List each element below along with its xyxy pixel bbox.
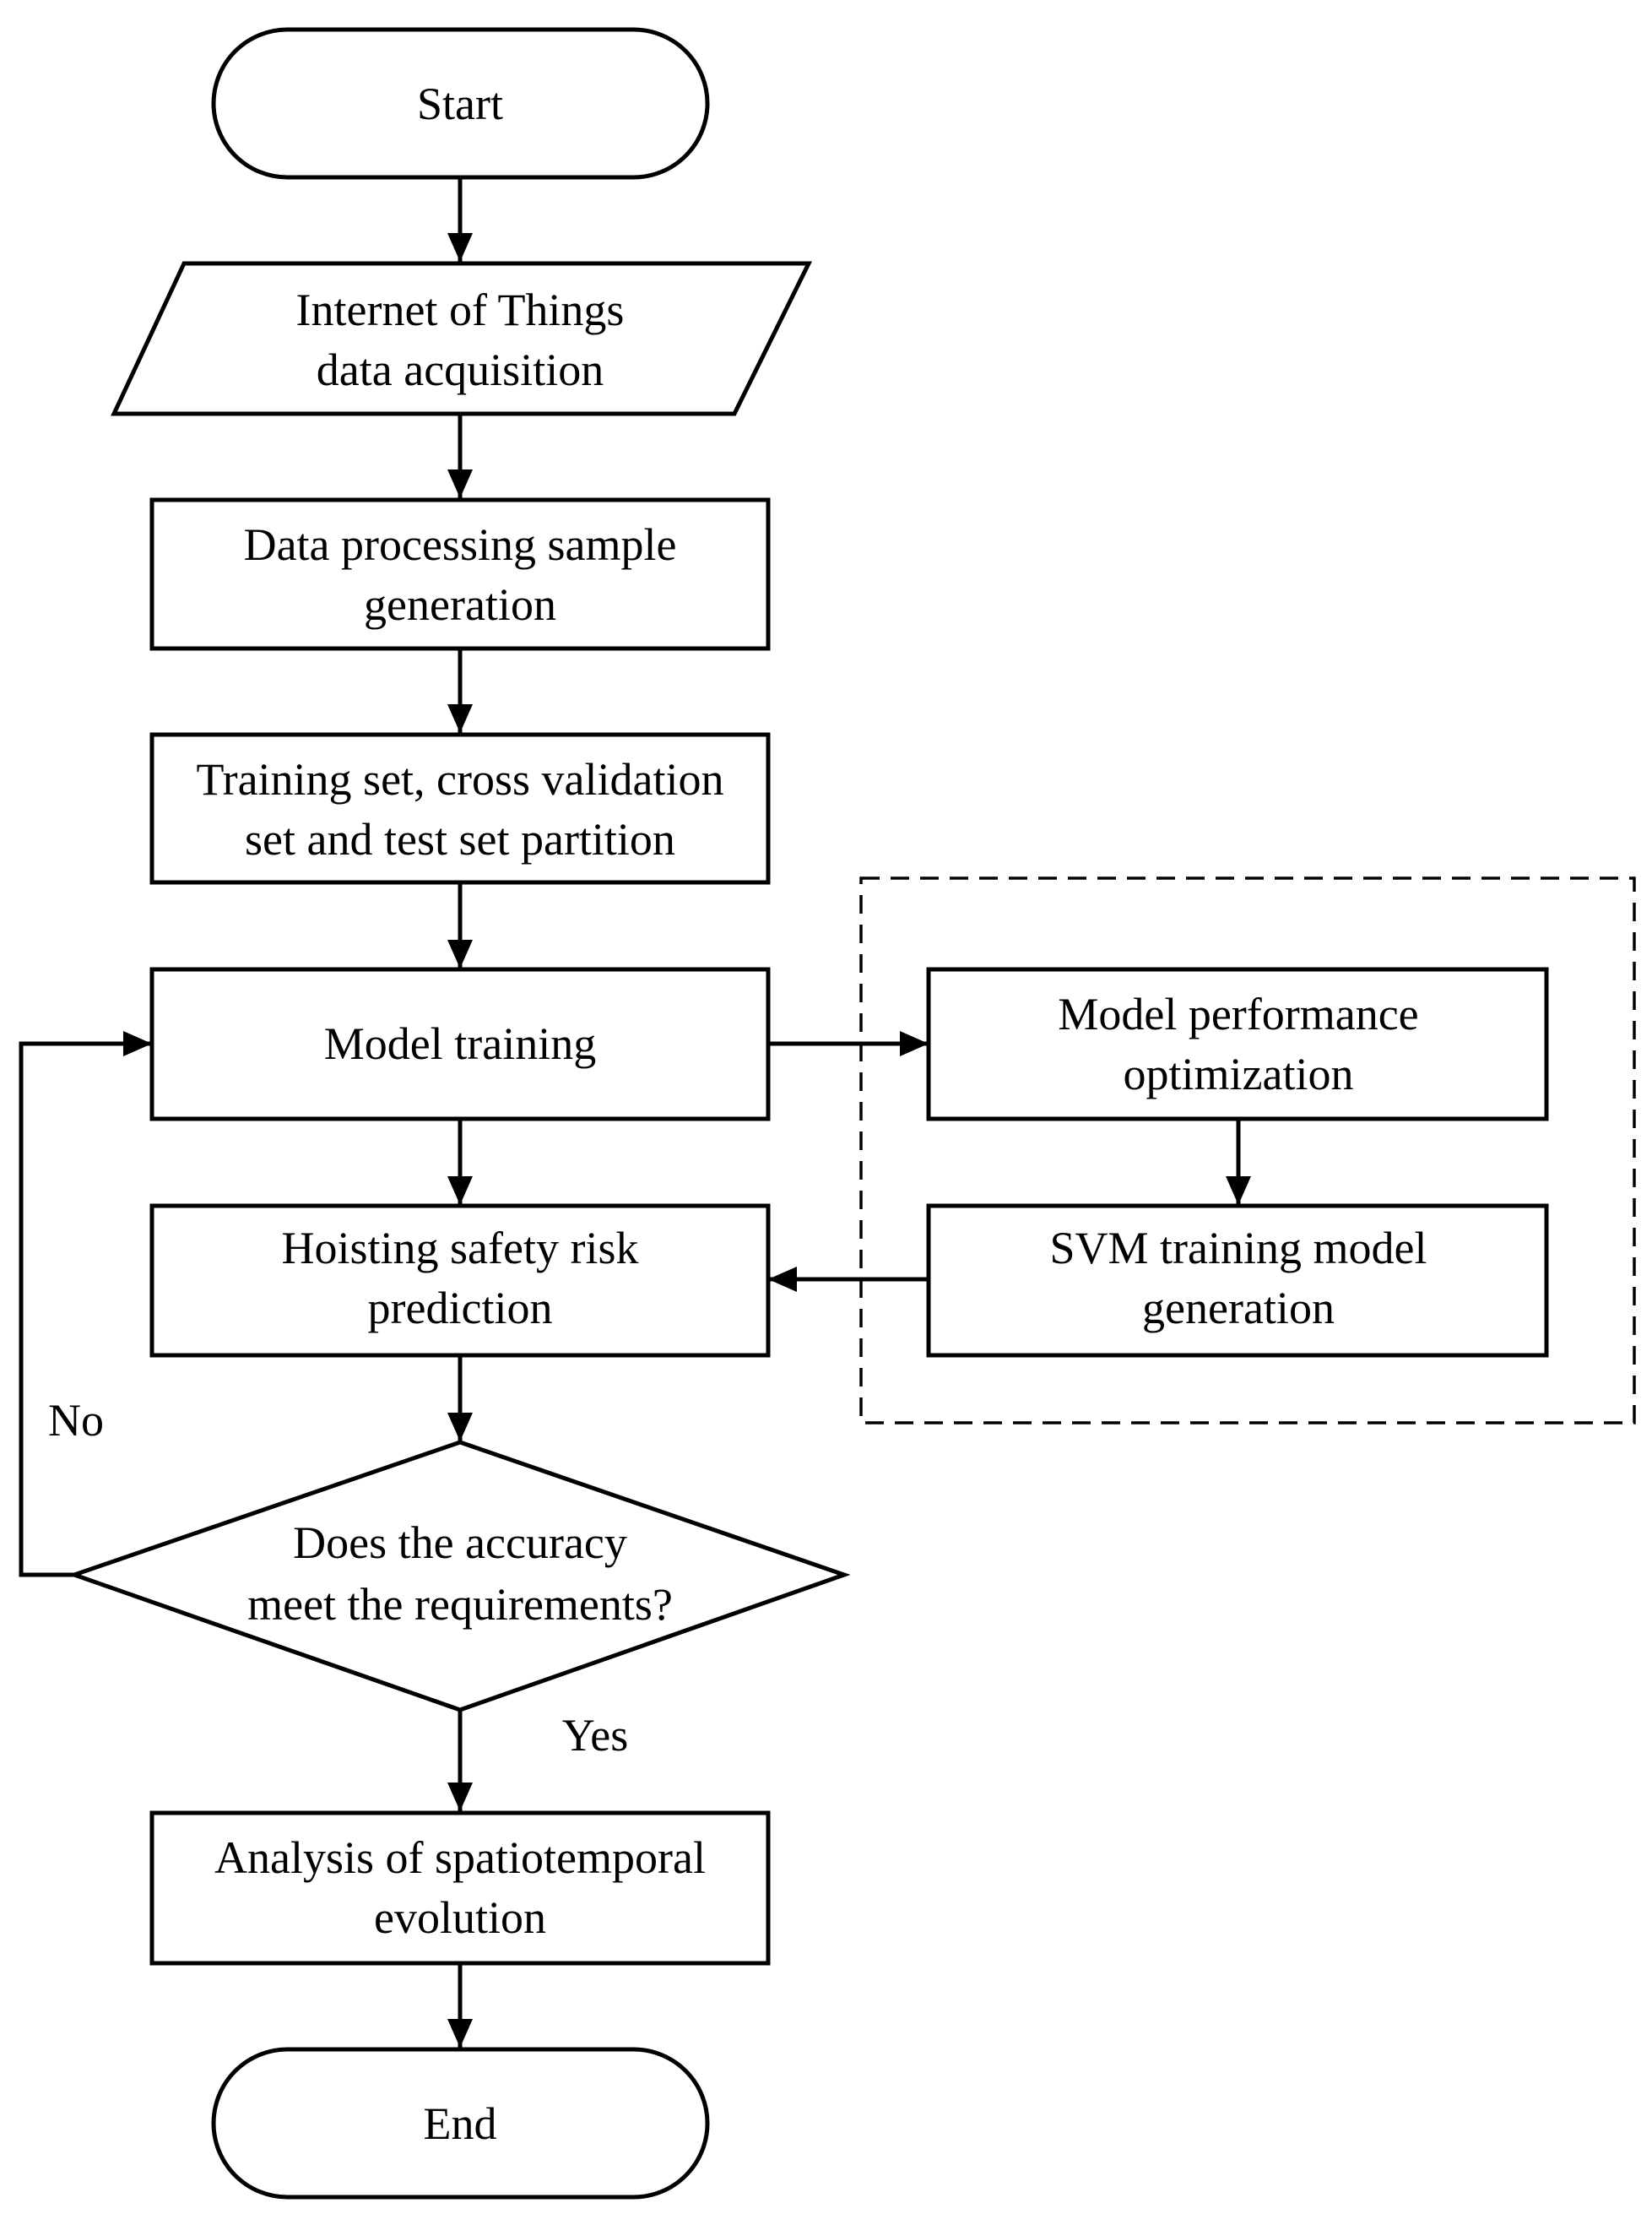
no-branch-label: No — [48, 1395, 104, 1446]
start-label: Start — [417, 79, 503, 129]
decision-label-line-2: meet the requirements? — [247, 1579, 673, 1630]
iot-data-acquisition-node: Internet of Things data acquisition — [111, 261, 813, 416]
decision-label-line-1: Does the accuracy — [293, 1517, 627, 1568]
connectors — [19, 179, 1251, 2048]
optimization-group-box — [859, 876, 1636, 1424]
iot-label-line-1: Internet of Things — [296, 285, 625, 335]
iot-label-line-2: data acquisition — [317, 345, 604, 395]
accuracy-decision-node: Does the accuracy meet the requirements? — [68, 1440, 851, 1712]
svm-label-line-1: SVM training model — [1050, 1223, 1427, 1273]
risk-prediction-node: Hoisting safety risk prediction — [149, 1203, 771, 1358]
svm-model-generation-node: SVM training model generation — [926, 1203, 1549, 1358]
analysis-label-line-2: evolution — [374, 1892, 546, 1943]
model-training-node: Model training — [149, 967, 771, 1121]
end-label: End — [424, 2098, 497, 2149]
prediction-label-line-1: Hoisting safety risk — [282, 1223, 639, 1273]
svm-label-line-2: generation — [1142, 1283, 1335, 1333]
partition-label-line-2: set and test set partition — [245, 814, 675, 865]
training-label: Model training — [324, 1018, 596, 1069]
partition-label-line-1: Training set, cross validation — [197, 754, 724, 805]
analysis-label-line-1: Analysis of spatiotemporal — [214, 1832, 706, 1883]
model-optimization-node: Model performance optimization — [926, 967, 1549, 1121]
processing-label-line-1: Data processing sample — [244, 519, 677, 570]
optimization-label-line-1: Model performance — [1058, 989, 1418, 1039]
optimization-label-line-2: optimization — [1124, 1049, 1354, 1099]
end-terminator: End — [211, 2047, 710, 2200]
edge-decision-no-loop — [19, 1031, 152, 1577]
dataset-partition-node: Training set, cross validation set and t… — [149, 732, 771, 885]
prediction-label-line-2: prediction — [368, 1283, 553, 1333]
start-terminator: Start — [211, 27, 710, 180]
data-processing-node: Data processing sample generation — [149, 497, 771, 651]
processing-label-line-2: generation — [364, 579, 556, 630]
yes-branch-label: Yes — [562, 1710, 629, 1761]
spatiotemporal-analysis-node: Analysis of spatiotemporal evolution — [149, 1810, 771, 1966]
